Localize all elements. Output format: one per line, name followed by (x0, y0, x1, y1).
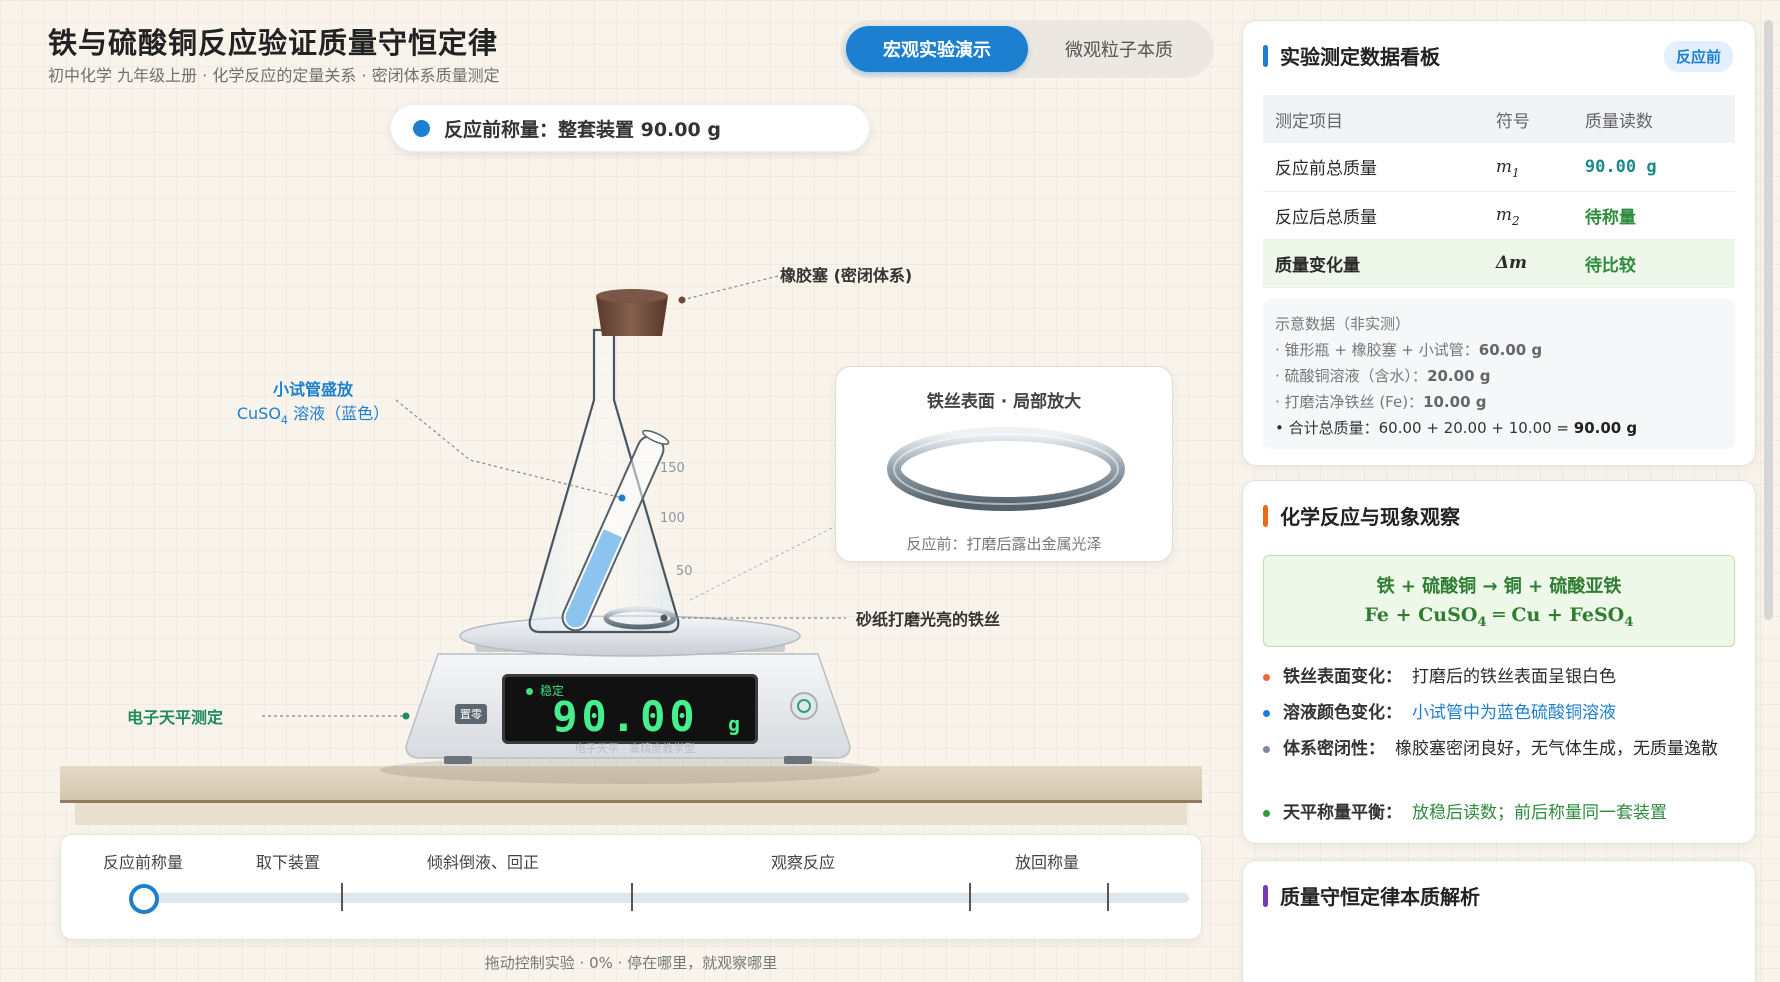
label-rubber-stopper: 橡胶塞 (密闭体系) (780, 266, 913, 285)
iron-wire (603, 606, 677, 630)
data-panel: 实验测定数据看板 反应前 测定项目 符号 质量读数 反应前总质量 m1 90.0… (1242, 20, 1756, 466)
small-test-tube (561, 429, 670, 632)
observation-item: 铁丝表面变化：打磨后的铁丝表面呈银白色 (1263, 663, 1733, 691)
zoom-title: 铁丝表面 · 局部放大 (926, 392, 1082, 412)
reaction-panel: 化学反应与现象观察 铁 + 硫酸铜 → 铜 + 硫酸亚铁 Fe + CuSO4 … (1242, 480, 1756, 844)
zoom-caption: 反应前：打磨后露出金属光泽 (906, 535, 1102, 553)
power-knob-icon[interactable] (790, 692, 818, 720)
drag-hint: 拖动控制实验 · 0% · 停在哪里，就观察哪里 (484, 954, 778, 972)
reaction-panel-title: 化学反应与现象观察 (1263, 501, 1460, 530)
scale-display: 稳定 90.00 g (502, 674, 758, 744)
status-dot-icon (413, 119, 430, 137)
mode-switch: 宏观实验演示 微观粒子本质 (840, 20, 1214, 78)
panel-scrollbar[interactable] (1764, 20, 1773, 620)
timeline-handle[interactable] (129, 884, 159, 914)
label-iron-wire: 砂纸打磨光亮的铁丝 (856, 610, 1001, 629)
table-header: 符号 (1483, 95, 1573, 143)
table-header: 测定项目 (1263, 95, 1484, 143)
tare-button[interactable]: 置零 (455, 704, 487, 724)
step-label-tilt[interactable]: 倾斜倒液、回正 (427, 853, 540, 872)
lab-bench (60, 766, 1202, 802)
timeline-tick (341, 883, 343, 911)
rubber-stopper (596, 296, 668, 336)
page-subtitle: 初中化学 九年级上册 · 化学反应的定量关系 · 密闭体系质量测定 (48, 66, 500, 85)
status-badge: 反应前 (1663, 41, 1733, 72)
scale-reading: 90.00 g (552, 692, 740, 741)
table-row: 反应前总质量 m1 90.00 g (1263, 143, 1735, 192)
step-label-remove[interactable]: 取下装置 (256, 853, 321, 872)
label-balance: 电子天平测定 (127, 708, 224, 727)
label-test-tube-line2: CuSO4 溶液（蓝色） (236, 404, 390, 427)
sample-data-notes: 示意数据（非实测） · 锥形瓶 + 橡胶塞 + 小试管：60.00 g · 硫酸… (1263, 299, 1735, 449)
label-test-tube: 小试管盛放 CuSO4 溶液（蓝色） (228, 376, 398, 427)
step-label-weigh-before[interactable]: 反应前称量 (103, 853, 184, 872)
observation-item: 天平称量平衡：放稳后读数；前后称量同一套装置 (1263, 799, 1733, 827)
table-row: 质量变化量 Δm 待比较 (1263, 239, 1735, 288)
status-pill: 反应前称量：整套装置 90.00 g (390, 104, 870, 152)
essence-panel-title: 质量守恒定律本质解析 (1263, 881, 1480, 910)
label-test-tube-line1: 小试管盛放 (272, 380, 353, 399)
essence-panel: 质量守恒定律本质解析 (1242, 860, 1756, 982)
flask-mark-150: 150 (660, 461, 685, 476)
timeline-tick (631, 883, 633, 911)
cuso4-solution (565, 529, 623, 628)
table-row: 反应后总质量 m2 待称量 (1263, 191, 1735, 240)
iron-wire-zoom-icon (887, 427, 1125, 511)
timeline-tick (969, 883, 971, 911)
data-panel-title: 实验测定数据看板 (1263, 41, 1440, 70)
table-header: 质量读数 (1572, 95, 1735, 143)
status-text: 反应前称量：整套装置 90.00 g (444, 118, 721, 141)
reaction-equation: 铁 + 硫酸铜 → 铜 + 硫酸亚铁 Fe + CuSO4 ═ Cu + FeS… (1263, 555, 1735, 647)
step-label-weigh-after[interactable]: 放回称量 (1015, 853, 1080, 872)
scale-stable-indicator: 稳定 (526, 682, 564, 699)
step-label-observe[interactable]: 观察反应 (771, 853, 836, 872)
observation-item: 体系密闭性：橡胶塞密闭良好，无气体生成，无质量逸散 (1263, 735, 1733, 763)
flask-mark-50: 50 (676, 564, 693, 579)
tab-macro-demo[interactable]: 宏观实验演示 (846, 26, 1028, 72)
experiment-timeline: 反应前称量 取下装置 倾斜倒液、回正 观察反应 放回称量 (60, 834, 1202, 940)
timeline-track[interactable] (143, 893, 1189, 903)
iron-surface-zoom-card: 铁丝表面 · 局部放大 反应前：打磨后露出金属光泽 (835, 366, 1173, 562)
scale-brand: 电子天平 · 高精度教学型 (574, 742, 696, 755)
data-table: 测定项目 符号 质量读数 反应前总质量 m1 90.00 g 反应后总质量 m2… (1263, 95, 1735, 288)
flask-mark-100: 100 (660, 511, 685, 526)
tab-micro-particles[interactable]: 微观粒子本质 (1065, 40, 1173, 61)
page-title: 铁与硫酸铜反应验证质量守恒定律 (48, 26, 499, 60)
observation-item: 溶液颜色变化：小试管中为蓝色硫酸铜溶液 (1263, 699, 1733, 727)
timeline-tick (1107, 883, 1109, 911)
conical-flask (528, 328, 680, 634)
